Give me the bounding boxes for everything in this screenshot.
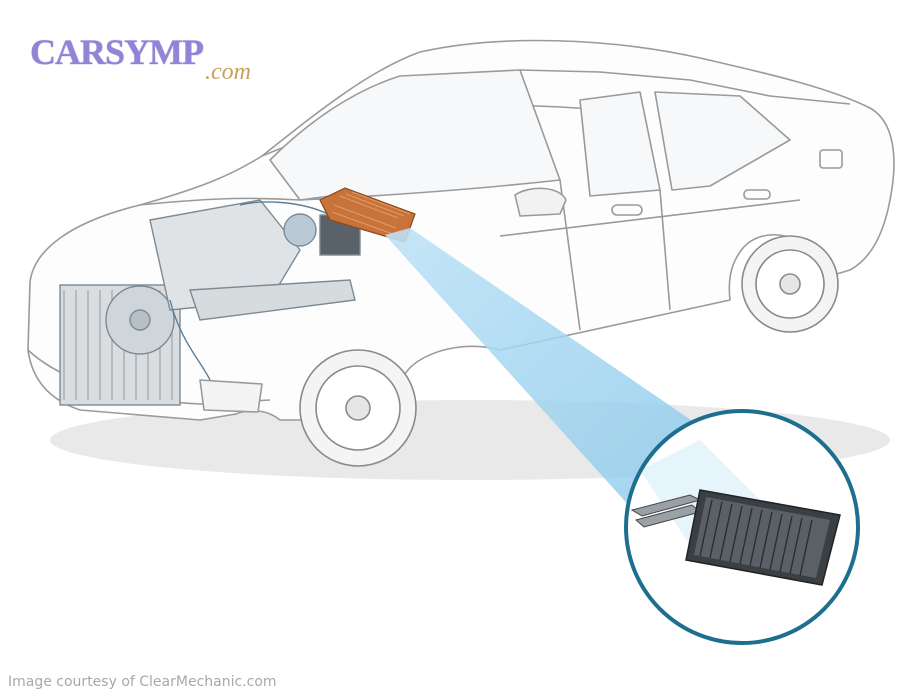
image-credit: Image courtesy of ClearMechanic.com (8, 674, 277, 690)
front-wheel (300, 350, 416, 466)
callout-ring (626, 411, 858, 643)
rear-wheel (742, 236, 838, 332)
